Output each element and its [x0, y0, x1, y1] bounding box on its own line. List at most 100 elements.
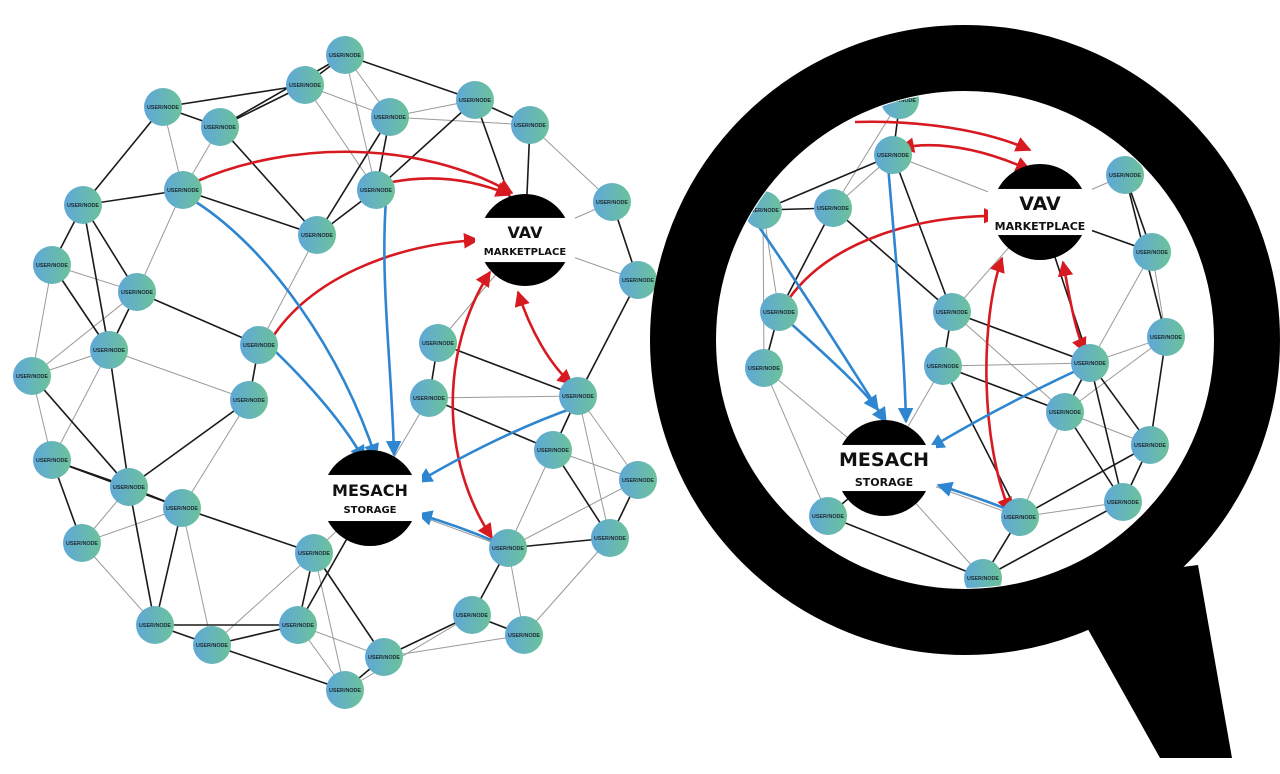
user-node: USER/NODE: [163, 489, 201, 527]
user-node: USER/NODE: [1106, 156, 1144, 194]
user-node-label: USER/NODE: [36, 263, 68, 269]
user-node: USER/NODE: [1131, 426, 1169, 464]
connection-line: [211, 644, 346, 691]
user-node: USER/NODE: [13, 357, 51, 395]
user-node: USER/NODE: [118, 273, 156, 311]
marketplace-flow-arrow: [898, 137, 1032, 172]
user-node: USER/NODE: [230, 381, 268, 419]
user-node-label: USER/NODE: [747, 208, 779, 214]
user-node: USER/NODE: [164, 171, 202, 209]
storage-flow-arrow: [786, 319, 880, 412]
user-node: USER/NODE: [593, 183, 631, 221]
connection-line: [51, 349, 110, 461]
user-node: USER/NODE: [874, 136, 912, 174]
user-node: USER/NODE: [745, 349, 783, 387]
user-node: USER/NODE: [489, 529, 527, 567]
marketplace-flow-arrow: [985, 256, 1012, 514]
user-node: USER/NODE: [90, 331, 128, 369]
user-node: USER/NODE: [1001, 498, 1039, 536]
user-node-label: USER/NODE: [139, 623, 171, 629]
user-node-label: USER/NODE: [1109, 173, 1141, 179]
storage-flow-arrow: [928, 366, 1083, 450]
user-node-label: USER/NODE: [508, 633, 540, 639]
user-node: USER/NODE: [365, 638, 403, 676]
user-node: USER/NODE: [286, 66, 324, 104]
user-node-label: USER/NODE: [877, 153, 909, 159]
user-node: USER/NODE: [591, 519, 629, 557]
user-node: USER/NODE: [559, 377, 597, 415]
user-node: USER/NODE: [1046, 393, 1084, 431]
user-node-label: USER/NODE: [36, 458, 68, 464]
user-node: USER/NODE: [279, 606, 317, 644]
user-node-label: USER/NODE: [537, 448, 569, 454]
storage-hub: MESACH STORAGE: [318, 450, 422, 546]
connection-line: [892, 154, 953, 313]
user-node-label: USER/NODE: [936, 310, 968, 316]
user-node-label: USER/NODE: [16, 374, 48, 380]
storage-flow-arrow: [416, 405, 577, 484]
user-node-label: USER/NODE: [66, 541, 98, 547]
user-node-label: USER/NODE: [927, 364, 959, 370]
connection-line: [219, 126, 318, 236]
connection-line: [108, 349, 250, 401]
connection-line: [181, 507, 315, 554]
user-node: USER/NODE: [619, 461, 657, 499]
connection-line: [778, 207, 834, 313]
user-node: USER/NODE: [298, 216, 336, 254]
magnified-view: USER/NODE USER/NODE USER/NODE USER/NODE USER…: [650, 25, 1280, 758]
user-node: USER/NODE: [534, 431, 572, 469]
connection-line: [154, 507, 183, 626]
user-node-label: USER/NODE: [817, 206, 849, 212]
user-node-label: USER/NODE: [562, 394, 594, 400]
marketplace-flow-arrow: [854, 120, 1032, 152]
user-node-label: USER/NODE: [329, 53, 361, 59]
user-node-label: USER/NODE: [413, 396, 445, 402]
user-node-label: USER/NODE: [763, 310, 795, 316]
user-node: USER/NODE: [64, 186, 102, 224]
user-node-label: USER/NODE: [67, 203, 99, 209]
connection-line: [1019, 444, 1151, 518]
user-node-label: USER/NODE: [456, 613, 488, 619]
marketplace-hub-subtitle: MARKETPLACE: [484, 247, 567, 258]
user-node: USER/NODE: [619, 261, 657, 299]
user-node: USER/NODE: [760, 293, 798, 331]
user-node-label: USER/NODE: [113, 485, 145, 491]
user-node-label: USER/NODE: [459, 98, 491, 104]
user-node: USER/NODE: [814, 189, 852, 227]
connection-line: [942, 362, 1091, 367]
user-node: USER/NODE: [326, 36, 364, 74]
user-node: USER/NODE: [295, 534, 333, 572]
connection-line: [832, 99, 901, 209]
storage-hub-subtitle: STORAGE: [343, 505, 396, 516]
user-node-label: USER/NODE: [1134, 443, 1166, 449]
user-node-label: USER/NODE: [329, 688, 361, 694]
connection-line: [182, 189, 318, 236]
user-node: USER/NODE: [809, 497, 847, 535]
marketplace-flow-arrow: [270, 233, 480, 339]
magnifier-icon: [650, 25, 1280, 758]
connection-line: [181, 507, 213, 646]
connection-line: [389, 116, 531, 126]
connection-line: [313, 552, 346, 691]
storage-hub-magnified-subtitle: STORAGE: [855, 476, 913, 489]
connection-line: [1089, 251, 1153, 364]
storage-hub-title: MESACH: [332, 481, 408, 500]
connection-line: [763, 367, 829, 517]
user-node: USER/NODE: [371, 98, 409, 136]
user-node: USER/NODE: [453, 596, 491, 634]
user-node: USER/NODE: [410, 379, 448, 417]
user-node-label: USER/NODE: [1004, 515, 1036, 521]
marketplace-flow-arrow: [194, 150, 514, 195]
user-node-label: USER/NODE: [166, 506, 198, 512]
user-node-label: USER/NODE: [196, 643, 228, 649]
user-node-label: USER/NODE: [121, 290, 153, 296]
user-node-label: USER/NODE: [360, 188, 392, 194]
connection-line: [211, 552, 315, 646]
user-node: USER/NODE: [33, 246, 71, 284]
connection-line: [827, 515, 984, 579]
storage-hub-magnified-title: MESACH: [839, 449, 929, 471]
user-node: USER/NODE: [240, 326, 278, 364]
user-node: USER/NODE: [1071, 344, 1109, 382]
user-node-label: USER/NODE: [368, 655, 400, 661]
